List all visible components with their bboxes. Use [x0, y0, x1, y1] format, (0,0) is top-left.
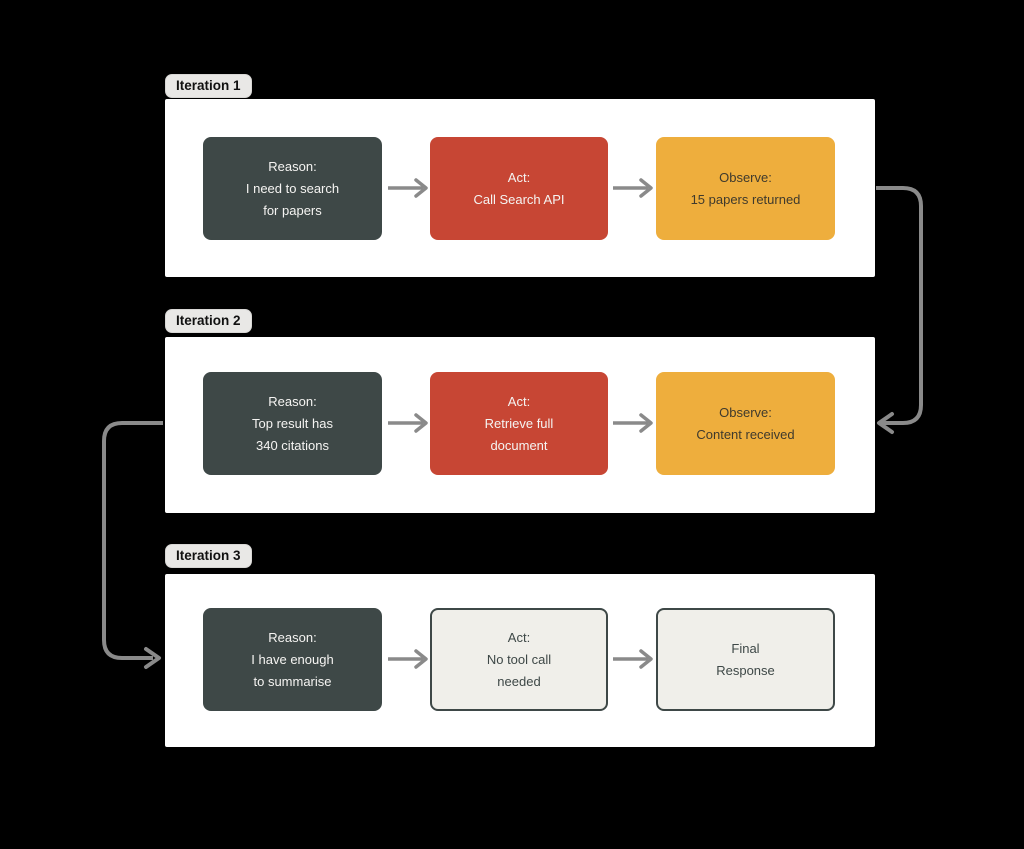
loop-connector-iteration1-to-iteration2 — [876, 186, 923, 434]
iteration-3-label: Iteration 3 — [165, 544, 252, 568]
iteration-3-reason-box: Reason: I have enough to summarise — [203, 608, 382, 711]
iteration-1-reason-box: Reason: I need to search for papers — [203, 137, 382, 240]
iteration-1-observe-box: Observe: 15 papers returned — [656, 137, 835, 240]
iteration-1-label: Iteration 1 — [165, 74, 252, 98]
final-response-box: Final Response — [656, 608, 835, 711]
iteration-3-act-box: Act: No tool call needed — [430, 608, 608, 711]
iteration-2-act-box: Act: Retrieve full document — [430, 372, 608, 475]
loop-connector-iteration2-to-iteration3 — [102, 421, 163, 669]
iteration-1-act-box: Act: Call Search API — [430, 137, 608, 240]
iteration-2-label: Iteration 2 — [165, 309, 252, 333]
iteration-2-observe-box: Observe: Content received — [656, 372, 835, 475]
iteration-2-reason-box: Reason: Top result has 340 citations — [203, 372, 382, 475]
